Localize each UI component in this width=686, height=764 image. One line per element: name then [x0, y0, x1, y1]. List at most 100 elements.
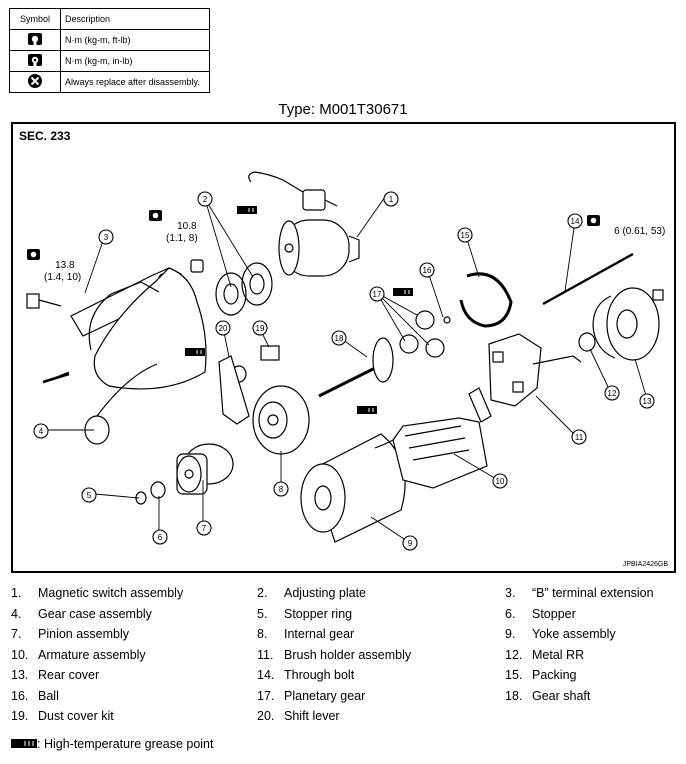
- description-header: Description: [60, 8, 210, 30]
- callout-12: 12: [608, 389, 617, 398]
- symbol-desc-1: N·m (kg-m, ft-lb): [60, 29, 210, 51]
- callout-4: 4: [39, 427, 44, 436]
- legend-text: Metal RR: [532, 647, 585, 662]
- callout-1: 1: [389, 195, 394, 204]
- torque-ftlb-icon: [28, 33, 42, 45]
- dust-cover-part: [231, 345, 280, 383]
- symbol-desc-2: N·m (kg-m, in-lb): [60, 50, 210, 72]
- legend-text: Adjusting plate: [284, 586, 367, 600]
- legend-text: Ball: [38, 688, 59, 703]
- legend-text: Gear shaft: [532, 688, 591, 703]
- legend-text: Pinion assembly: [38, 627, 130, 641]
- grease-point-icon: [11, 739, 37, 748]
- callout-14: 14: [571, 217, 580, 226]
- diagram-code: JPBIA2426GB: [622, 561, 668, 568]
- legend-number: 2.: [257, 586, 268, 600]
- yoke-part: [300, 433, 406, 543]
- legend-text: Magnetic switch assembly: [38, 586, 184, 600]
- callout-3: 3: [104, 233, 109, 242]
- symbol-desc-3: Always replace after disassembly.: [60, 71, 210, 93]
- legend-number: 8.: [257, 627, 268, 641]
- through-bolt-part: [542, 252, 634, 306]
- replace-x-icon: [28, 74, 42, 88]
- callout-11: 11: [575, 433, 584, 442]
- callout-18: 18: [335, 334, 344, 343]
- shift-lever-part: [218, 355, 250, 425]
- legend-number: 18.: [505, 688, 523, 703]
- magnetic-switch-part: [248, 171, 360, 277]
- legend-number: 3.: [505, 586, 516, 600]
- pinion-part: [176, 443, 234, 495]
- legend-number: 20.: [257, 709, 275, 723]
- callout-5: 5: [87, 491, 92, 500]
- packing-part: [459, 272, 513, 328]
- legend-number: 5.: [257, 606, 268, 621]
- legend-number: 10.: [11, 647, 29, 662]
- legend-text: “B” terminal extension: [532, 586, 654, 600]
- symbol-table: Symbol Description N·m (kg-m, ft-lb) N·m…: [9, 8, 210, 93]
- callout-10: 10: [496, 477, 505, 486]
- adjusting-plate-part: [215, 262, 273, 316]
- exploded-diagram: SEC. 233 JPBIA2426GB: [11, 122, 676, 573]
- gear-shaft-part: [318, 337, 394, 398]
- legend-text: Dust cover kit: [38, 709, 114, 723]
- armature-part: [374, 387, 492, 489]
- grease-marker-lines: [196, 208, 410, 412]
- type-title: Type: M001T30671: [278, 101, 408, 118]
- legend-text: Brush holder assembly: [284, 647, 412, 662]
- rear-cover-part: [592, 287, 664, 361]
- legend-number: 4.: [11, 606, 22, 621]
- callout-6: 6: [158, 533, 163, 542]
- legend-number: 7.: [11, 627, 22, 641]
- legend-text: Planetary gear: [284, 688, 366, 703]
- torque-10-8: 10.8(1.1, 8): [166, 221, 198, 244]
- legend-number: 9.: [505, 627, 516, 641]
- legend-number: 19.: [11, 709, 29, 723]
- legend-text: Through bolt: [284, 668, 355, 682]
- callout-8: 8: [279, 485, 284, 494]
- leader-lines: [44, 196, 648, 542]
- callout-circles: [33, 191, 655, 551]
- callout-2: 2: [203, 195, 208, 204]
- callout-15: 15: [461, 231, 470, 240]
- legend-text: Gear case assembly: [38, 606, 152, 621]
- grease-note-text: : High-temperature grease point: [37, 737, 214, 751]
- gear-case-part: [48, 267, 207, 445]
- stopper-part: [150, 481, 166, 499]
- legend-number: 12.: [505, 647, 523, 662]
- grease-note: : High-temperature grease point: [11, 737, 213, 751]
- section-label: SEC. 233: [19, 129, 71, 143]
- callout-numbers: 1 2 3 4 5 6 7 8 9 10 11 12 13 14 15 16 1…: [39, 195, 652, 548]
- legend-number: 6.: [505, 606, 516, 621]
- legend-text: Stopper: [532, 606, 576, 621]
- callout-16: 16: [423, 266, 432, 275]
- callout-20: 20: [219, 324, 228, 333]
- legend-text: Internal gear: [284, 627, 355, 641]
- symbol-header: Symbol: [9, 8, 61, 30]
- legend-text: Armature assembly: [38, 647, 146, 662]
- screw-part: [42, 372, 70, 384]
- callout-17: 17: [373, 290, 382, 299]
- legend-number: 14.: [257, 668, 275, 682]
- internal-gear-part: [252, 385, 310, 455]
- ball-part: [443, 316, 451, 324]
- planetary-gear-part: [399, 310, 445, 358]
- legend-text: Stopper ring: [284, 606, 353, 621]
- legend-number: 15.: [505, 668, 523, 682]
- brush-holder-part: [488, 333, 582, 407]
- torque-inlb-icon: [28, 54, 42, 66]
- legend-text: Shift lever: [284, 709, 340, 723]
- torque-icon-marks: [30, 212, 597, 258]
- legend-number: 1.: [11, 586, 22, 600]
- metal-rr-part: [578, 332, 596, 352]
- legend-text: Packing: [532, 668, 577, 682]
- legend-text: Rear cover: [38, 668, 100, 682]
- legend-number: 13.: [11, 668, 29, 682]
- callout-9: 9: [408, 539, 413, 548]
- grease-markers: [185, 206, 413, 414]
- torque-13-8: 13.8(1.4, 10): [44, 260, 82, 283]
- legend-number: 11.: [257, 647, 274, 662]
- callout-13: 13: [643, 397, 652, 406]
- legend-number: 16.: [11, 688, 29, 703]
- starter-exploded-view: 1 2 3 4 5 6 7 8 9 10 11 12 13 14 15 16 1…: [26, 171, 664, 551]
